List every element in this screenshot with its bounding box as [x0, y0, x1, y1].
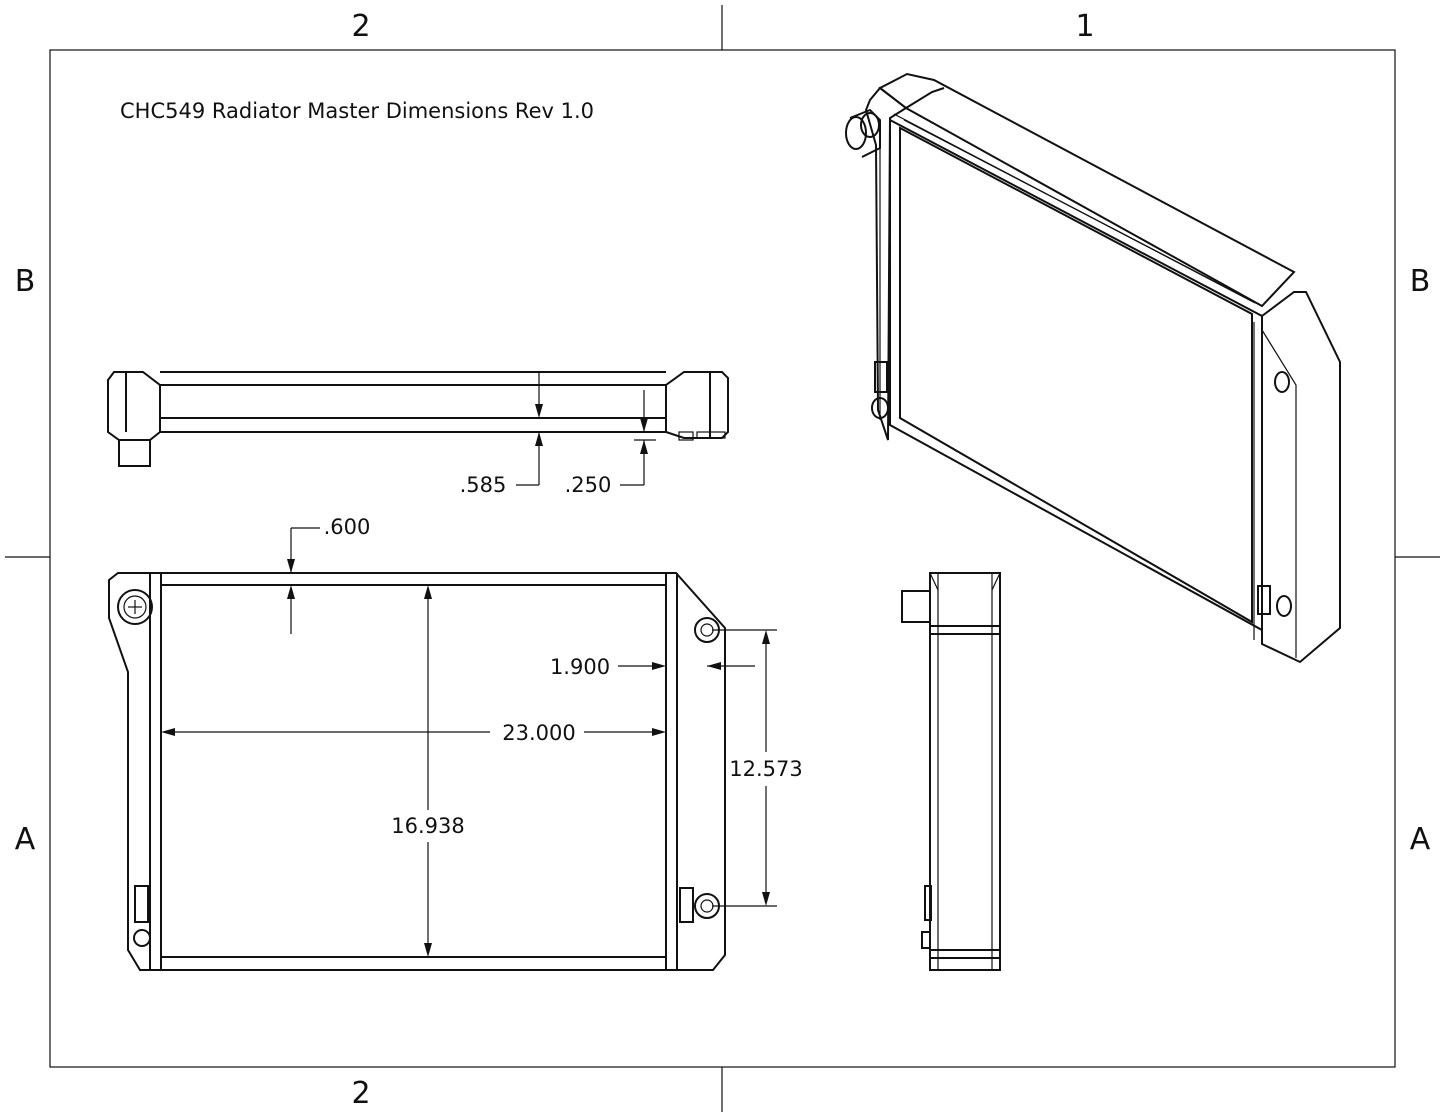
- dim-mount-offset: 1.900: [550, 655, 610, 679]
- zone-label-top-right: 1: [1075, 9, 1094, 44]
- top-view: [107, 371, 729, 486]
- drawing-title: CHC549 Radiator Master Dimensions Rev 1.…: [120, 99, 594, 123]
- zone-label-right-lower: A: [1410, 822, 1431, 857]
- zone-label-bottom-left: 2: [351, 1076, 370, 1111]
- zone-label-top-left: 2: [351, 9, 370, 44]
- front-view: [108, 527, 777, 971]
- isometric-view: [845, 72, 1341, 664]
- sheet-frame: [5, 5, 1440, 1112]
- dim-core-height: 16.938: [391, 814, 464, 838]
- zone-label-right-upper: B: [1410, 264, 1431, 299]
- zone-label-left-upper: B: [15, 264, 36, 299]
- dim-core-width: 23.000: [502, 721, 575, 745]
- dim-mount-spacing: 12.573: [729, 757, 802, 781]
- dim-top-clearance: .600: [324, 515, 371, 539]
- dim-tube-depth: .585: [460, 473, 507, 497]
- side-view: [901, 572, 1001, 971]
- zone-label-left-lower: A: [15, 822, 36, 857]
- dim-tank-offset: .250: [565, 473, 612, 497]
